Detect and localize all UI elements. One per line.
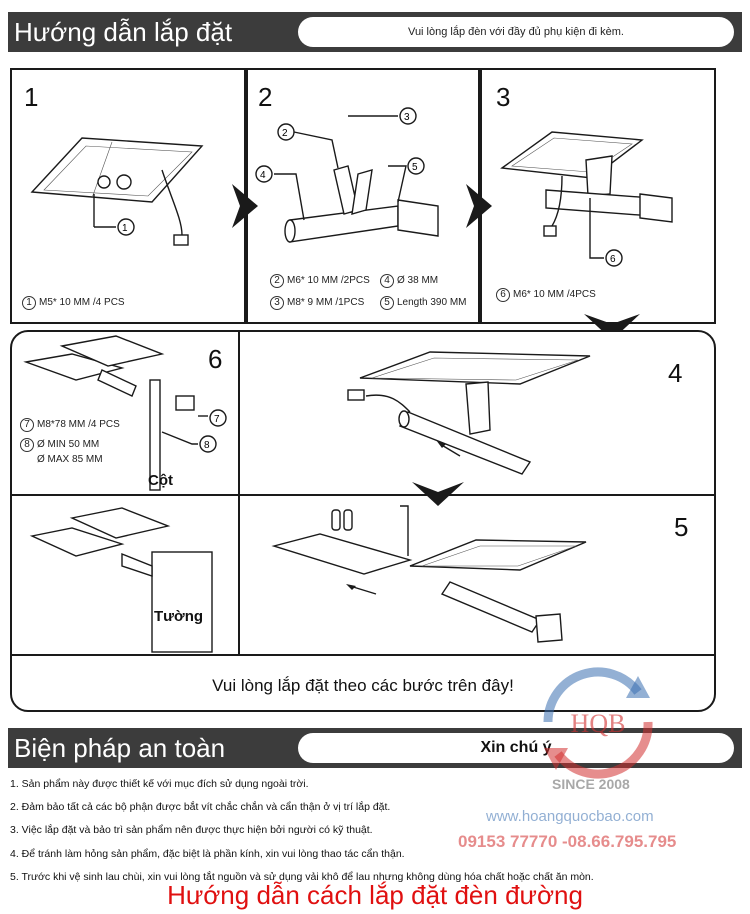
- install-note-pill: Vui lòng lắp đèn với đầy đủ phụ kiện đi …: [298, 17, 734, 47]
- watermark-phone: 09153 77770 -08.66.795.795: [458, 832, 677, 851]
- step-4-drawing: [347, 351, 591, 475]
- install-note: Vui lòng lắp đèn với đầy đủ phụ kiện đi …: [408, 26, 624, 38]
- install-header-bar: Hướng dẫn lắp đặt Vui lòng lắp đèn với đ…: [8, 12, 742, 52]
- step-6-drawing: 7 8: [23, 335, 227, 491]
- svg-text:6: 6: [610, 254, 616, 265]
- pole-label: Cột: [148, 472, 173, 489]
- safety-item-1: 1. Sản phẩm này được thiết kế với mục đí…: [10, 778, 309, 790]
- hqb-logo-icon: HQB: [543, 667, 653, 779]
- step-2-drawing: 2 3 4 5: [255, 107, 439, 243]
- arrow-down-icon: [584, 314, 640, 340]
- divider-bottom: [12, 654, 714, 656]
- svg-text:1: 1: [122, 223, 128, 234]
- safety-title: Biện pháp an toàn: [14, 733, 226, 763]
- svg-text:4: 4: [260, 170, 266, 181]
- arrow-right-icon: [466, 184, 492, 228]
- step-3-number: 3: [496, 82, 511, 112]
- divider-vertical: [238, 332, 240, 654]
- svg-text:5: 5: [412, 162, 418, 173]
- watermark-site: www.hoangquocbao.com: [486, 808, 654, 825]
- footer-title: Hướng dẫn cách lắp đặt đèn đường: [167, 880, 583, 910]
- svg-text:8: 8: [204, 440, 210, 451]
- safety-item-3: 3. Việc lắp đặt và bảo trì sản phẩm nên …: [10, 824, 373, 836]
- safety-item-2: 2. Đảm bảo tất cả các bộ phận được bắt v…: [10, 801, 391, 813]
- safety-header-bar: Biện pháp an toàn Xin chú ý: [8, 728, 742, 768]
- step-5-drawing: [271, 505, 587, 643]
- step-1-number: 1: [24, 82, 39, 112]
- step-1-drawing: 1: [30, 137, 204, 246]
- arrow-right-icon: [232, 184, 258, 228]
- arrow-down-icon: [412, 482, 464, 506]
- step-6-number: 6: [208, 344, 223, 374]
- wall-mount-drawing: [29, 507, 213, 653]
- step-5-number: 5: [674, 512, 689, 542]
- step-3-drawing: 6: [500, 131, 673, 267]
- svg-text:HQB: HQB: [571, 709, 626, 738]
- wall-label: Tường: [154, 608, 204, 625]
- step-6-spec-8b: Ø MAX 85 MM: [37, 454, 103, 465]
- safety-item-5: 5. Trước khi vệ sinh lau chùi, xin vui l…: [10, 871, 594, 883]
- safety-note: Xin chú ý: [480, 739, 552, 756]
- svg-text:7: 7: [214, 414, 220, 425]
- install-title: Hướng dẫn lắp đặt: [14, 17, 233, 47]
- follow-steps-text: Vui lòng lắp đặt theo các bước trên đây!: [212, 676, 514, 695]
- divider-horizontal: [12, 494, 714, 496]
- watermark-since: SINCE 2008: [552, 776, 630, 792]
- svg-text:2: 2: [282, 128, 288, 139]
- step-4-number: 4: [668, 358, 683, 388]
- step-2-number: 2: [258, 82, 273, 112]
- safety-item-4: 4. Để tránh làm hỏng sản phẩm, đặc biệt …: [10, 848, 405, 860]
- safety-note-pill: Xin chú ý: [298, 733, 734, 763]
- svg-text:3: 3: [404, 112, 410, 123]
